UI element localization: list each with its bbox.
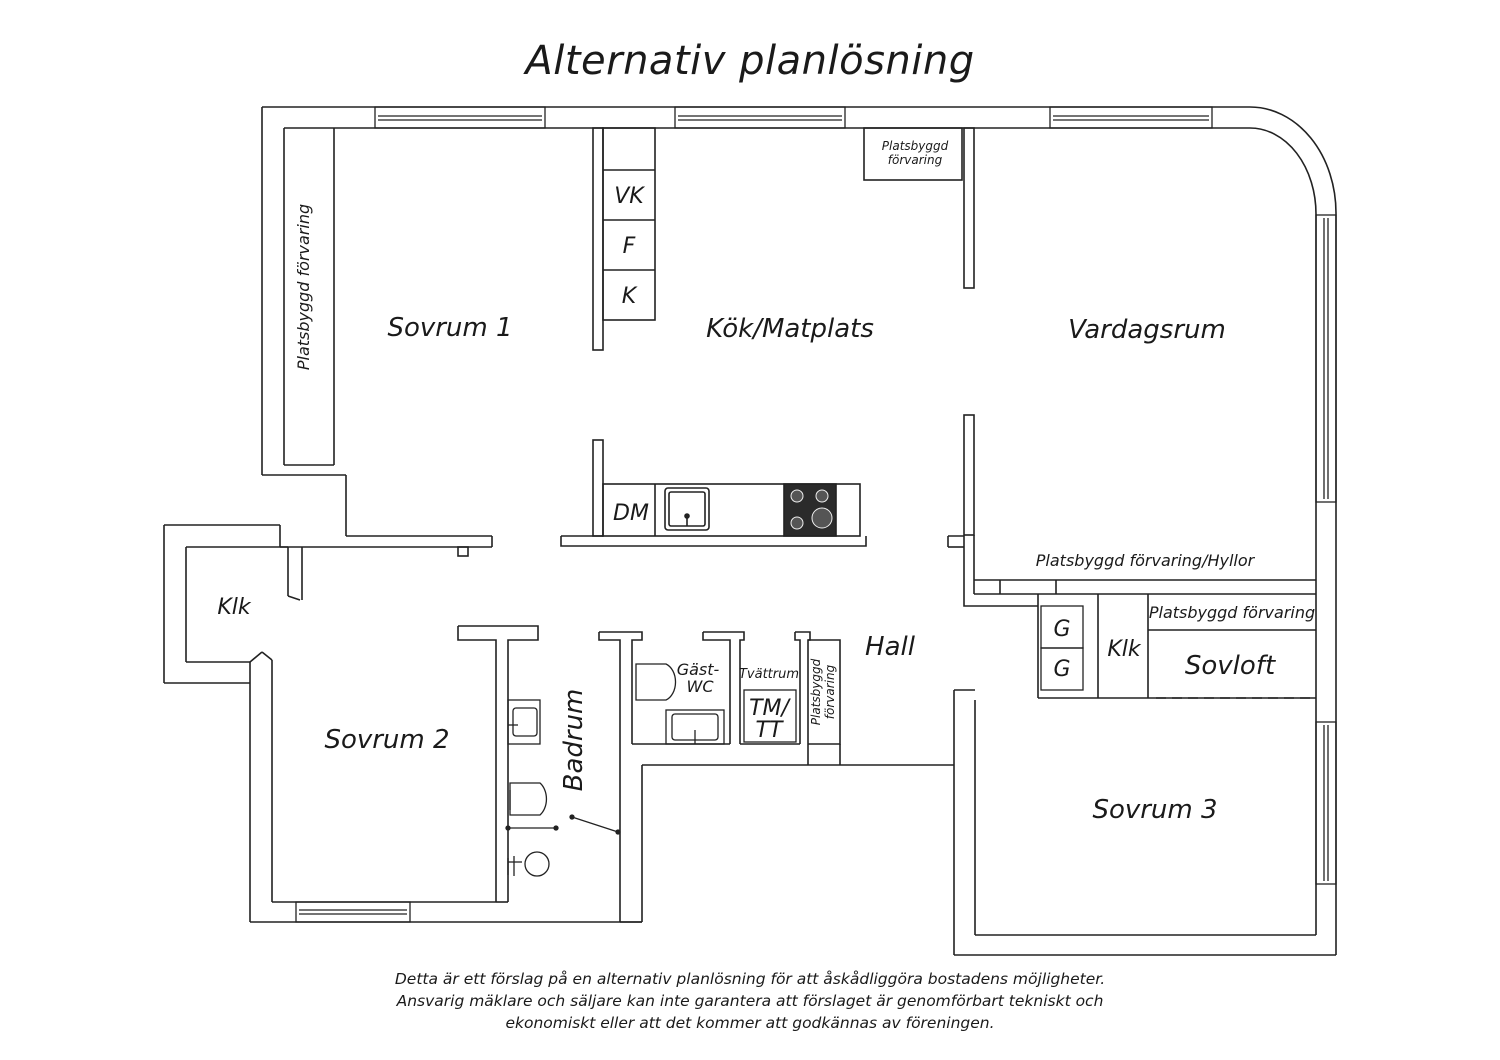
fixture-g2: G [1053,657,1070,682]
storage-units [863,127,963,181]
fixture-tt: TT [756,718,784,743]
outer-walls [163,106,1337,956]
room-tvattrum: Tvättrum [739,667,799,682]
room-sovrum-2: Sovrum 2 [324,725,449,755]
labels: Sovrum 1 Kök/Matplats Vardagsrum Sovrum … [217,139,1315,825]
room-gast-wc-2: WC [687,677,715,696]
washer-dryer [743,689,797,743]
kitchen-storage-box [863,127,963,181]
sink-icon [507,699,541,745]
toilet-icon [635,663,677,701]
room-hall: Hall [865,632,916,662]
storage-sovloft: Platsbyggd förvaring [1149,603,1315,622]
storage-kitchen-1: Platsbyggd [882,139,949,153]
storage-hall-1: Platsbyggd [809,658,823,725]
fixture-tm: TM/ [749,696,791,721]
fixture-vk: VK [614,184,645,209]
bath-fixtures [505,605,1084,877]
toilet-icon [509,782,548,816]
fixture-dm: DM [613,501,649,526]
disclaimer-line: Detta är ett förslag på en alternativ pl… [394,970,1106,988]
room-vardagsrum: Vardagsrum [1068,315,1226,345]
lower-counter [602,483,861,537]
upper-counter [602,127,656,321]
room-badrum: Badrum [559,689,589,792]
disclaimer: Detta är ett förslag på en alternativ pl… [0,968,1500,1034]
fixture-k: K [622,284,638,309]
room-gast-wc-1: Gäst- [677,660,720,679]
room-sovrum-3: Sovrum 3 [1092,795,1217,825]
storage-kitchen-2: förvaring [888,153,943,167]
closet-klk-right: Klk [1107,637,1142,662]
storage-living-shelves: Platsbyggd förvaring/Hyllor [1036,551,1256,570]
interior-walls [457,127,1316,923]
room-sovloft: Sovloft [1185,651,1276,681]
storage-hall-2: förvaring [823,664,837,719]
fixture-g1: G [1053,617,1070,642]
room-kok: Kök/Matplats [706,314,874,344]
disclaimer-line: Ansvarig mäklare och säljare kan inte ga… [396,992,1104,1010]
windows [295,106,1337,923]
sink-icon [664,487,710,531]
storage-left-wall: Platsbyggd förvaring [294,204,313,370]
kitchen-counters [602,127,861,537]
shower-icon [524,851,550,877]
disclaimer-line: ekonomiskt eller att det kommer att godk… [505,1014,995,1032]
plan-title: Alternativ planlösning [525,38,975,84]
fixture-f: F [623,234,636,259]
room-sovrum-1: Sovrum 1 [387,313,512,343]
closet-klk-left: Klk [217,595,252,620]
wardrobe-g2 [1040,647,1084,691]
